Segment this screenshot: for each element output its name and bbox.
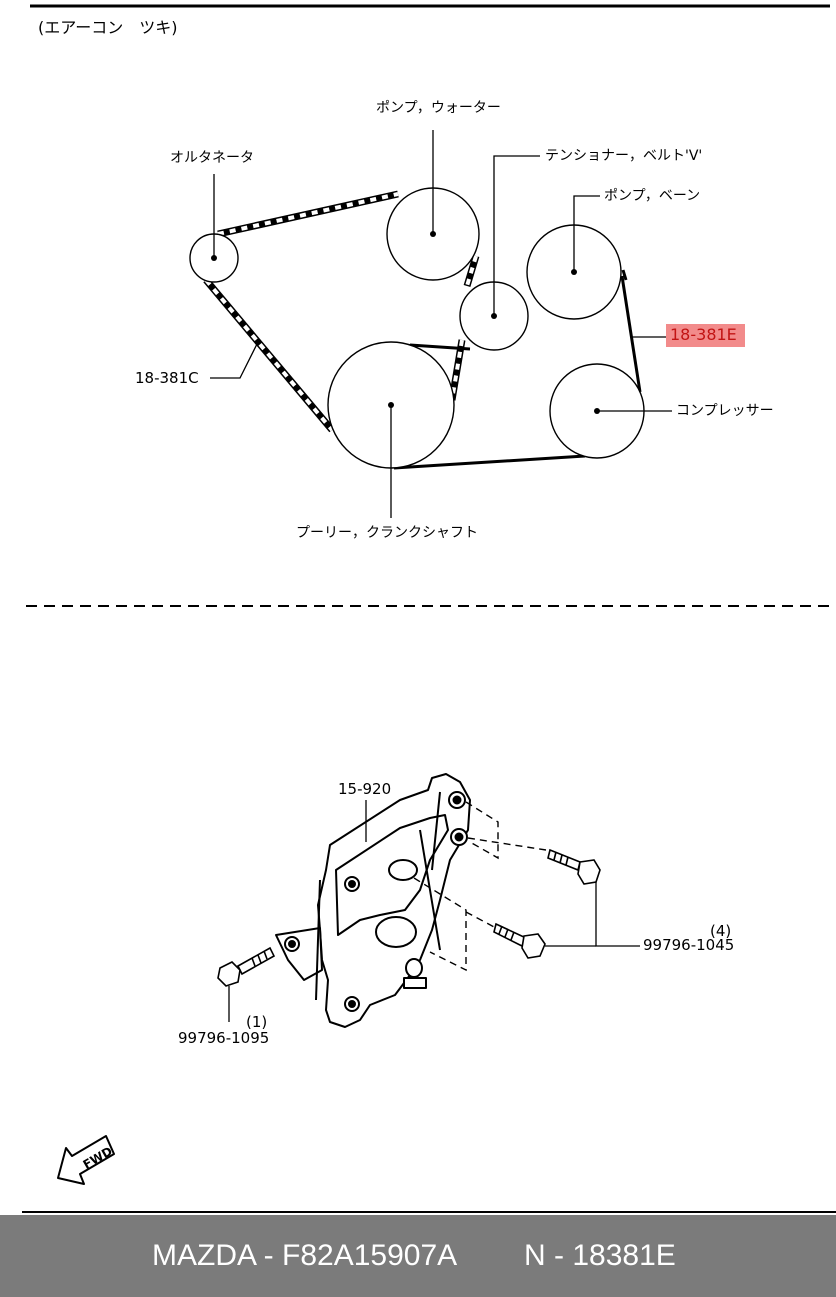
section-title: (エアーコン ツキ): [38, 18, 178, 37]
label-tensioner: テンショナー，ベルト'V': [545, 148, 703, 164]
part-number-bolt-short[interactable]: 99796-1095: [178, 1029, 270, 1047]
alignment-lines: [413, 801, 547, 972]
part-number-belt-c[interactable]: 18-381C: [135, 369, 199, 387]
footer-brand-model: MAZDA - F82A15907A: [152, 1239, 458, 1272]
leader-lines: [210, 130, 672, 518]
bolt-lower[interactable]: [493, 922, 546, 959]
part-number-belt-e-highlighted[interactable]: 18-381E: [666, 324, 745, 347]
qty-bolt-long: (4): [710, 922, 732, 940]
footer-bar: MAZDA - F82A15907A N - 18381E: [0, 1215, 836, 1297]
diagram-artwork: FWD: [22, 4, 836, 1213]
fwd-arrow-icon: [57, 1135, 115, 1185]
bolt-upper[interactable]: [547, 848, 601, 885]
part-number-bracket[interactable]: 15-920: [338, 780, 392, 798]
belt-18-381c[interactable]: [203, 190, 480, 433]
label-water-pump: ポンプ，ウォーター: [376, 100, 501, 116]
diagram-sheet: FWD (エアーコン ツキ) ポンプ，ウォーター オルタネータ テンショナー，ベ…: [22, 4, 836, 1213]
label-crank-pulley: プーリー，クランクシャフト: [296, 525, 478, 541]
bracket-leaders: [228, 800, 640, 1022]
label-alternator: オルタネータ: [170, 150, 254, 166]
bolt-short[interactable]: [217, 946, 276, 987]
bracket-15-920[interactable]: [275, 773, 471, 1028]
part-number-bolt-long[interactable]: 99796-1045: [643, 936, 735, 954]
footer-diagram-code: N - 18381E: [524, 1239, 676, 1272]
label-compressor: コンプレッサー: [676, 403, 774, 419]
label-vane-pump: ポンプ，ベーン: [604, 188, 701, 204]
qty-bolt-short: (1): [246, 1013, 268, 1031]
